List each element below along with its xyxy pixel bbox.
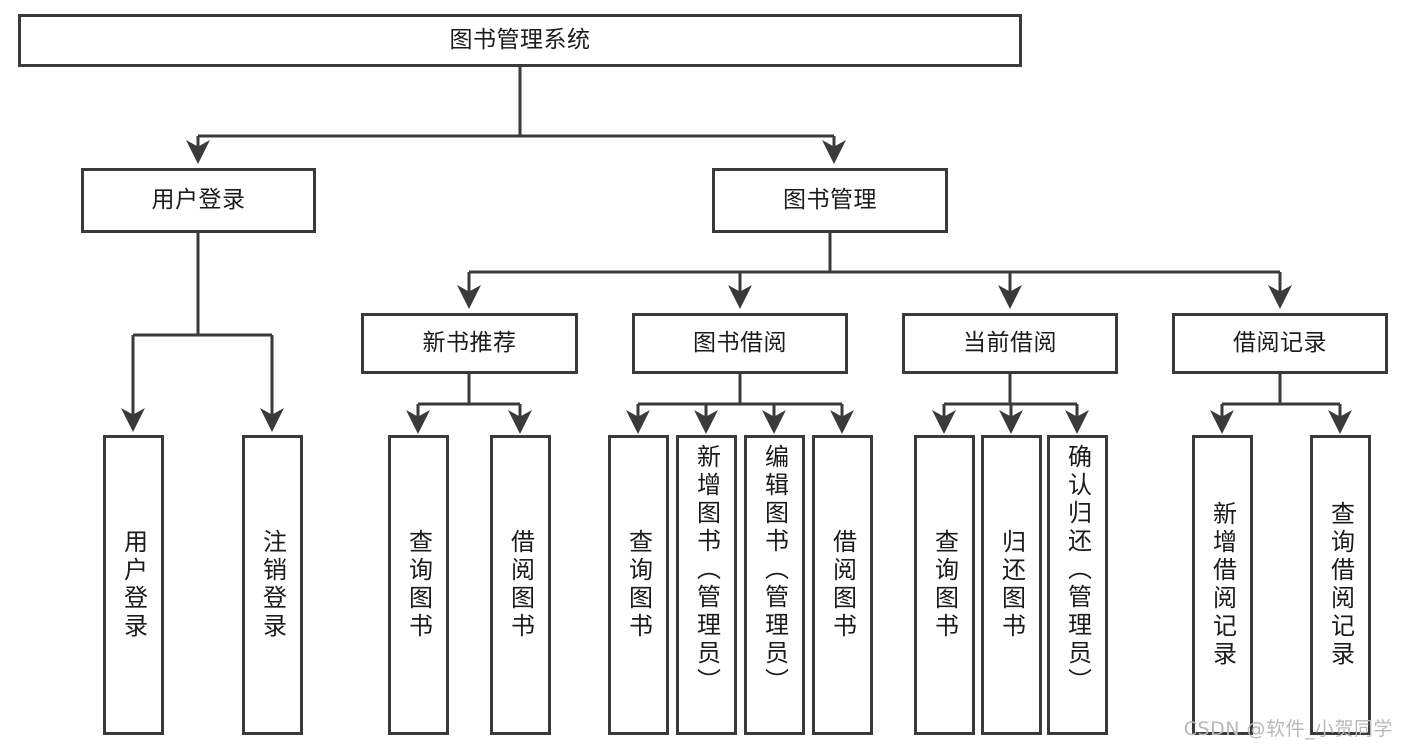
node-leaf-add-record[interactable]: 新增借阅记录 [1192, 435, 1253, 735]
node-borrow-record[interactable]: 借阅记录 [1172, 313, 1388, 374]
node-current-borrow-label: 当前借阅 [963, 330, 1057, 357]
node-leaf-borrow-book-2[interactable]: 借阅图书 [812, 435, 873, 735]
node-leaf-add-book-label: 新增图书（管理员） [692, 444, 721, 696]
node-root[interactable]: 图书管理系统 [18, 14, 1022, 67]
node-leaf-borrow-book-1-label: 借阅图书 [506, 529, 535, 641]
node-leaf-logout-login-label: 注销登录 [258, 529, 287, 641]
node-book-borrow-label: 图书借阅 [693, 330, 787, 357]
node-leaf-confirm-return-label: 确认归还（管理员） [1063, 444, 1092, 696]
node-book-management[interactable]: 图书管理 [712, 168, 948, 233]
node-leaf-query-book-1[interactable]: 查询图书 [388, 435, 449, 735]
node-leaf-return-book[interactable]: 归还图书 [981, 435, 1042, 735]
node-root-label: 图书管理系统 [449, 27, 591, 54]
node-leaf-borrow-book-1[interactable]: 借阅图书 [490, 435, 551, 735]
node-leaf-query-book-3[interactable]: 查询图书 [914, 435, 975, 735]
node-leaf-edit-book-label: 编辑图书（管理员） [760, 444, 789, 696]
node-leaf-query-record-label: 查询借阅记录 [1326, 501, 1355, 669]
node-borrow-record-label: 借阅记录 [1233, 330, 1327, 357]
node-current-borrow[interactable]: 当前借阅 [902, 313, 1118, 374]
node-new-book-recommend-label: 新书推荐 [422, 330, 517, 357]
node-leaf-query-book-1-label: 查询图书 [404, 529, 433, 641]
node-leaf-add-record-label: 新增借阅记录 [1208, 501, 1237, 669]
node-user-login[interactable]: 用户登录 [81, 168, 316, 233]
node-leaf-user-login[interactable]: 用户登录 [103, 435, 164, 735]
node-leaf-user-login-label: 用户登录 [119, 529, 148, 641]
node-leaf-query-book-3-label: 查询图书 [930, 529, 959, 641]
node-leaf-query-book-2[interactable]: 查询图书 [608, 435, 669, 735]
node-user-login-label: 用户登录 [151, 187, 246, 214]
node-leaf-query-book-2-label: 查询图书 [624, 529, 653, 641]
node-leaf-borrow-book-2-label: 借阅图书 [828, 529, 857, 641]
node-book-management-label: 图书管理 [783, 187, 877, 214]
node-leaf-return-book-label: 归还图书 [997, 529, 1026, 641]
node-leaf-query-record[interactable]: 查询借阅记录 [1310, 435, 1371, 735]
node-leaf-add-book[interactable]: 新增图书（管理员） [676, 435, 737, 735]
node-leaf-logout-login[interactable]: 注销登录 [242, 435, 303, 735]
node-new-book-recommend[interactable]: 新书推荐 [361, 313, 578, 374]
node-leaf-edit-book[interactable]: 编辑图书（管理员） [744, 435, 805, 735]
node-leaf-confirm-return[interactable]: 确认归还（管理员） [1047, 435, 1108, 735]
node-book-borrow[interactable]: 图书借阅 [632, 313, 848, 374]
